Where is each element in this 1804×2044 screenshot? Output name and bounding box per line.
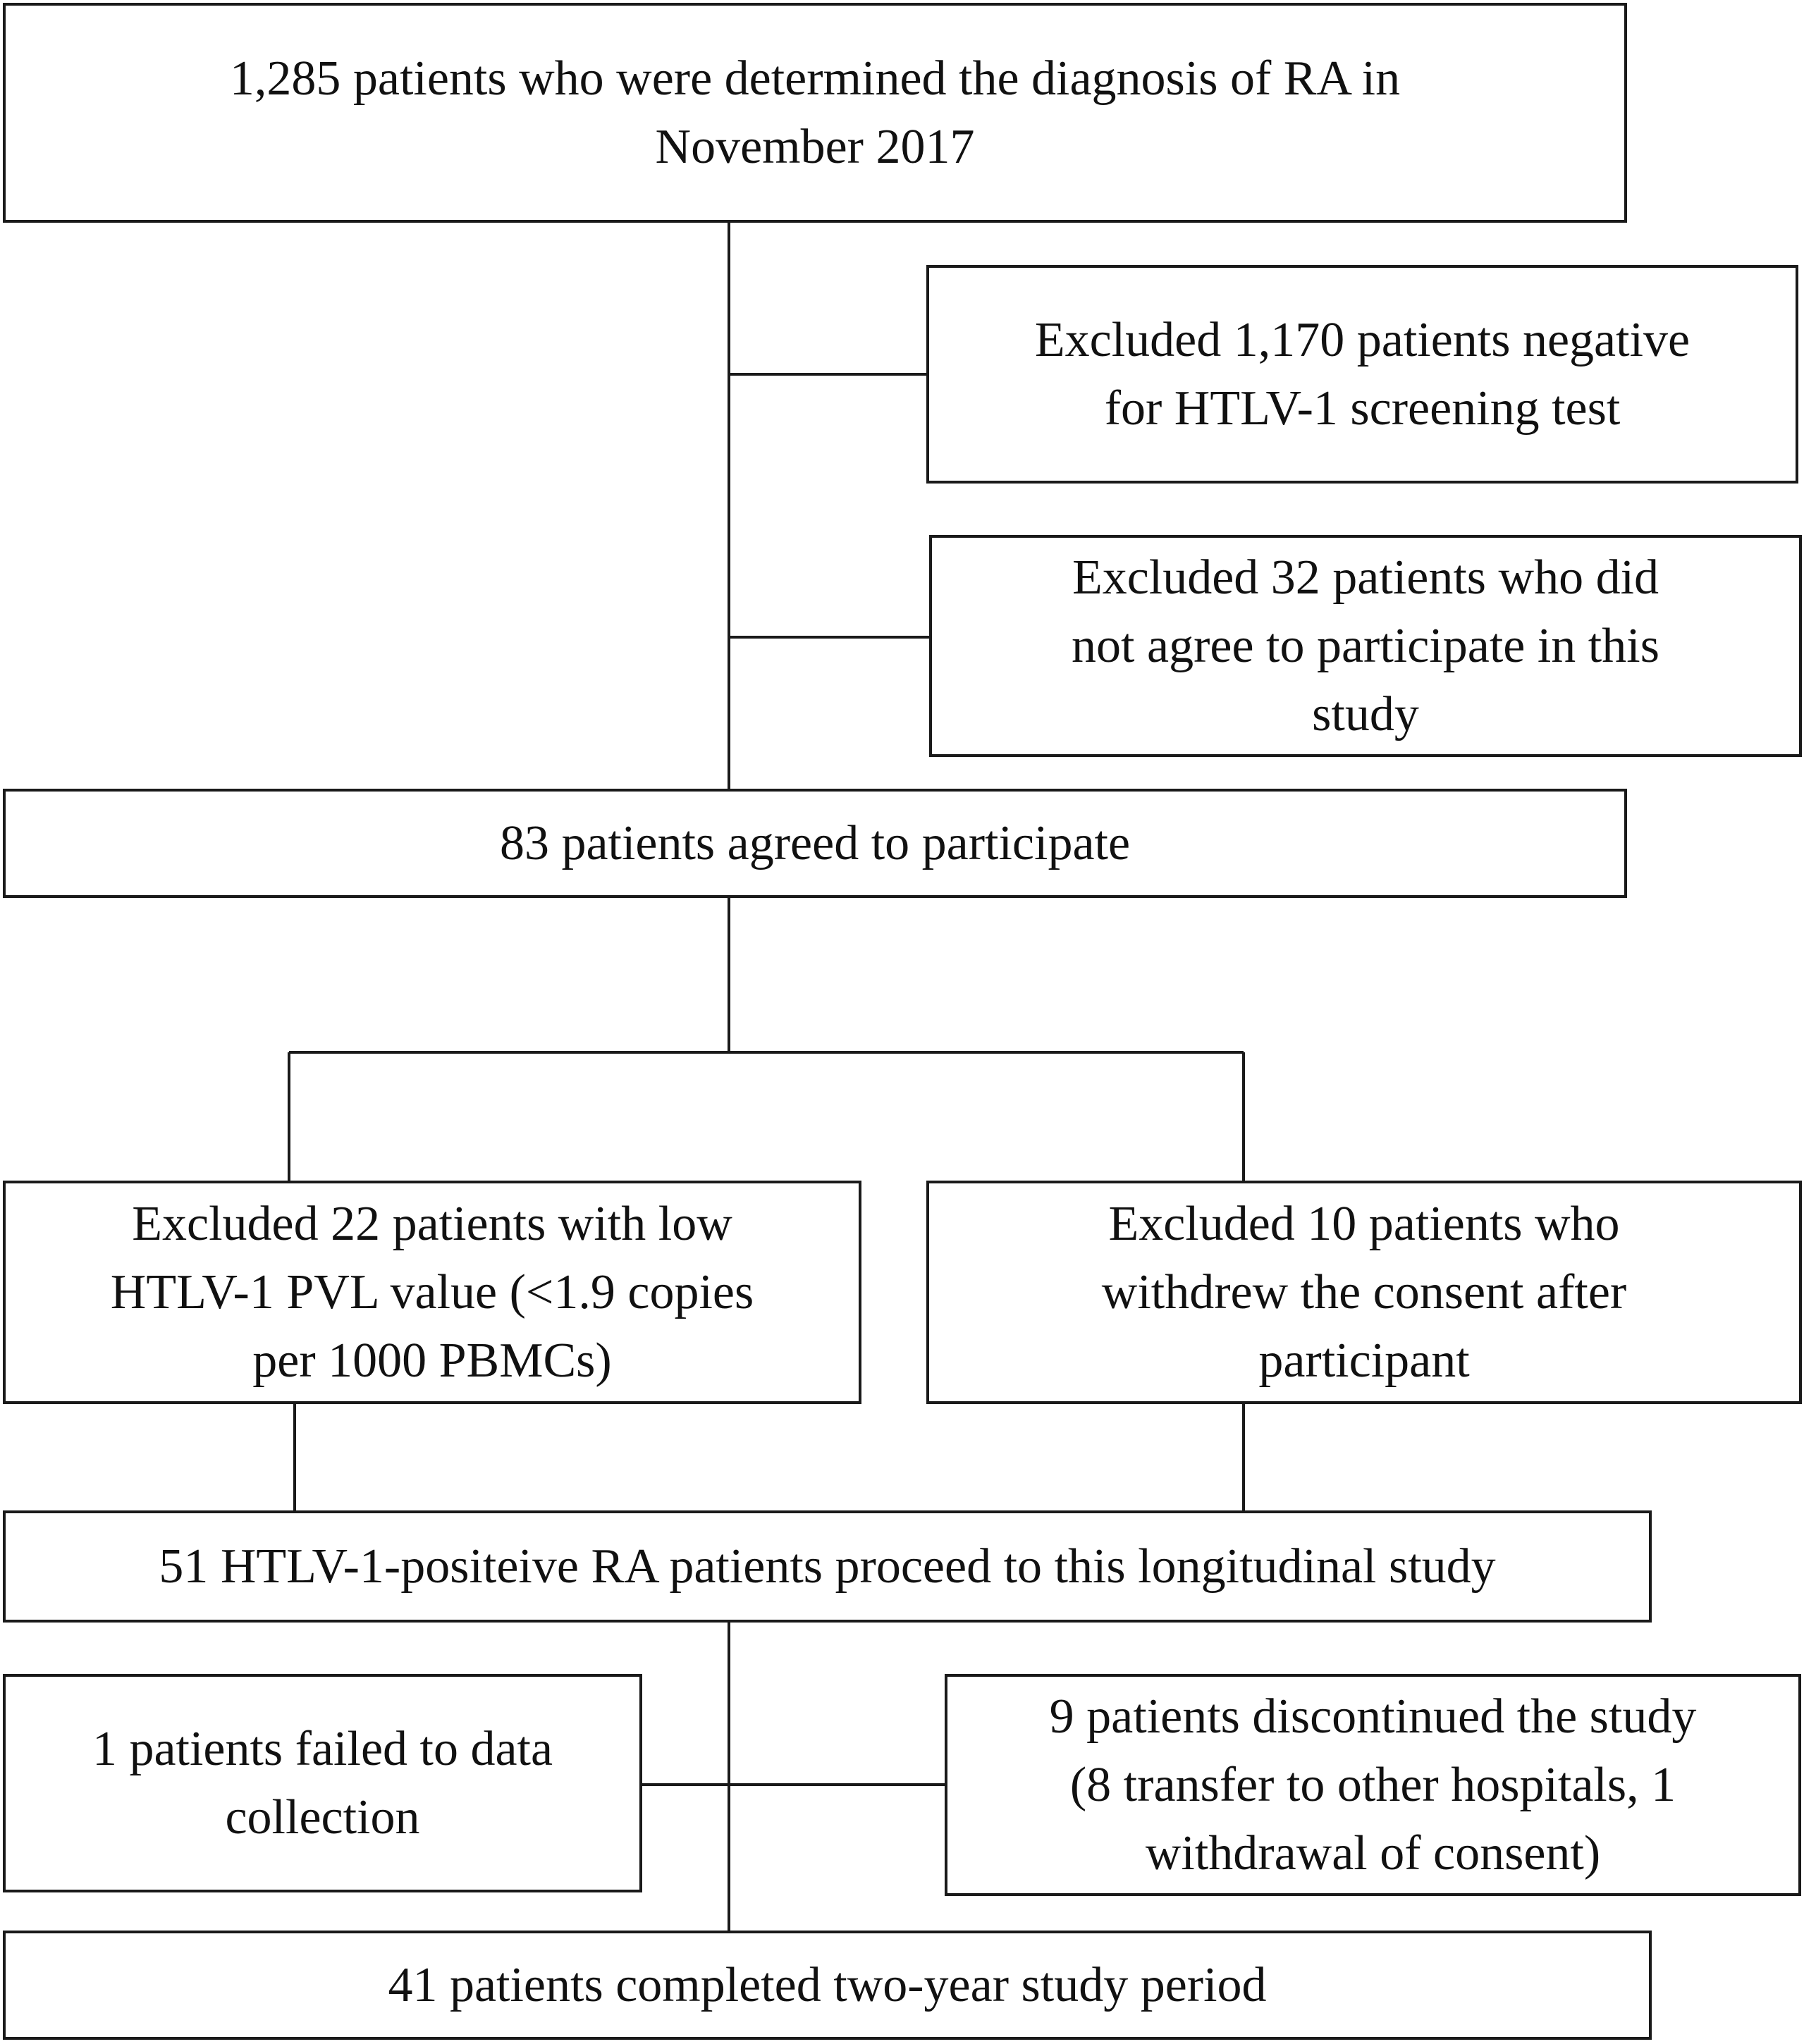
node-excl-not-agree-text: Excluded 32 patients who did not agree t…	[1072, 550, 1659, 741]
node-excl-withdrew: Excluded 10 patients who withdrew the co…	[926, 1181, 1802, 1404]
node-agreed-text: 83 patients agreed to participate	[499, 816, 1131, 870]
node-completed: 41 patients completed two-year study per…	[3, 1931, 1652, 2040]
node-failed-data: 1 patients failed to data collection	[3, 1674, 642, 1892]
node-failed-data-text: 1 patients failed to data collection	[92, 1722, 553, 1845]
node-excl-negative: Excluded 1,170 patients negative for HTL…	[926, 265, 1798, 484]
node-excl-negative-text: Excluded 1,170 patients negative for HTL…	[1034, 313, 1691, 436]
node-proceed: 51 HTLV-1-positeive RA patients proceed …	[3, 1510, 1652, 1623]
node-proceed-text: 51 HTLV-1-positeive RA patients proceed …	[159, 1539, 1496, 1594]
node-excl-withdrew-text: Excluded 10 patients who withdrew the co…	[1101, 1197, 1627, 1388]
node-start: 1,285 patients who were determined the d…	[3, 3, 1627, 223]
node-discontinued: 9 patients discontinued the study (8 tra…	[945, 1674, 1801, 1896]
node-start-text: 1,285 patients who were determined the d…	[229, 51, 1401, 174]
node-completed-text: 41 patients completed two-year study per…	[388, 1958, 1267, 2012]
node-discontinued-text: 9 patients discontinued the study (8 tra…	[1049, 1689, 1697, 1880]
node-agreed: 83 patients agreed to participate	[3, 789, 1627, 898]
node-excl-low-pvl: Excluded 22 patients with low HTLV-1 PVL…	[3, 1181, 861, 1404]
node-excl-low-pvl-text: Excluded 22 patients with low HTLV-1 PVL…	[110, 1197, 754, 1388]
node-excl-not-agree: Excluded 32 patients who did not agree t…	[929, 535, 1802, 757]
